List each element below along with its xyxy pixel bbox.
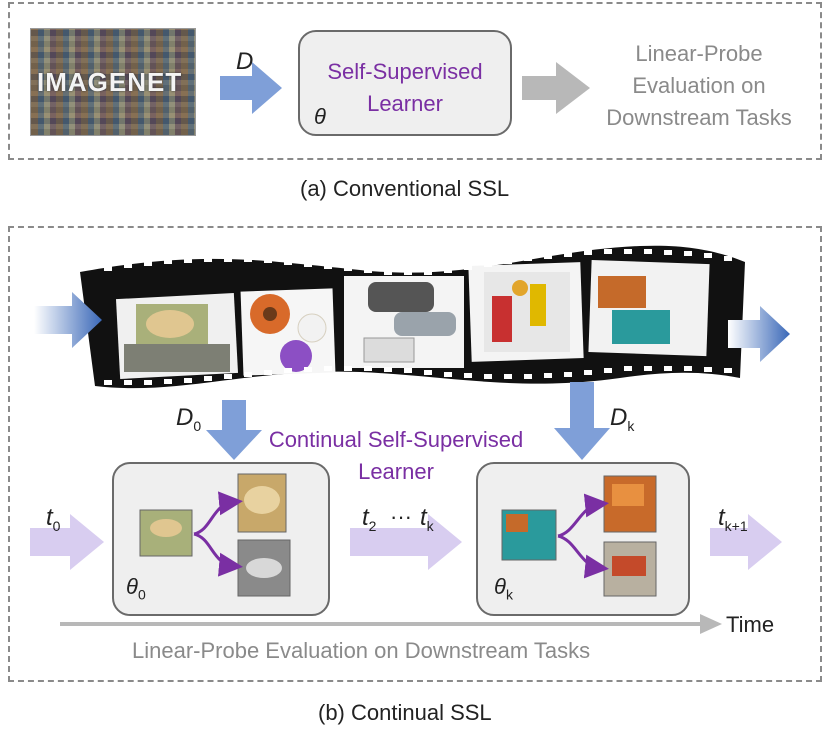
tk-main: t [420,504,427,531]
a-data-label: D [236,48,254,75]
time-axis [60,614,722,634]
image-motorcycle [368,282,434,312]
d0-label-sub: 0 [193,417,202,434]
image-truck [363,337,415,363]
t2-sub: 2 [368,517,377,534]
panel-a-border [8,2,822,160]
thetak-label: θk [494,574,513,602]
tk1-arrow [710,514,782,570]
panel-b-border [8,226,822,682]
t0-main: t [46,504,53,531]
a-gray-arrow [522,62,590,114]
d0-label: D0 [176,404,201,434]
t2-tk-arrow [350,514,462,570]
theta0-main: θ [126,574,138,599]
imagenet-logo-text: IMAGENET [37,67,183,97]
image-player-1 [492,296,512,342]
thetak-sub: k [505,586,513,603]
image-dog-shape [146,310,194,338]
film-out-arrow [728,306,790,362]
b-learner-label: Continual Self-Supervised Learner [268,427,524,484]
imagenet-mosaic: IMAGENET [30,28,196,136]
theta0-label: θ0 [126,574,146,602]
image-food-1 [598,276,646,308]
t0-arrow [30,514,104,570]
thetak-main: θ [494,574,506,599]
dk-label: Dk [610,404,634,434]
image-elephant [124,344,230,372]
film-sprockets-top [104,249,732,275]
a-caption: (a) Conventional SSL [300,176,510,201]
t0-label: t0 [46,504,60,534]
tk1-label: tk+1 [718,504,748,534]
tk-sub: k [426,517,434,534]
a-blue-arrow [220,62,282,114]
t2-main: t [362,504,369,531]
dog-image-original [139,509,193,557]
image-food-2 [612,310,670,344]
d0-down-arrow [206,400,262,460]
theta0-sub: 0 [137,586,146,603]
augment-arrow-k-down [557,534,609,579]
time-label: Time [726,612,775,637]
tk-label: tk [420,504,434,534]
image-flower-2 [297,313,327,343]
image-flower-3 [280,340,312,372]
image-sports-ball [512,280,528,296]
t0-sub: 0 [52,517,61,534]
ellipsis-label: ··· [390,504,412,529]
film-in-arrow [34,292,102,348]
dk-label-main: D [610,404,628,431]
b-eval-label: Linear-Probe Evaluation on Downstream Ta… [132,638,591,663]
a-learner-box: Self-Supervised Learner θ [298,30,512,136]
a-theta-label: θ [314,104,326,129]
b-caption: (b) Continual SSL [318,700,492,725]
image-car [394,312,456,336]
dk-label-sub: k [627,417,635,434]
t2-label: t2 [362,504,376,534]
a-learner-label: Self-Supervised Learner [327,59,483,116]
image-flower-1-center [263,307,277,321]
tk1-sub: k+1 [724,517,748,534]
dk-down-arrow [554,382,610,460]
film-sprockets-bottom [104,366,732,385]
tk1-main: t [718,504,725,531]
a-eval-label: Linear-Probe Evaluation on Downstream Ta… [606,41,792,130]
augment-arrow-0-up [193,491,243,536]
image-player-2 [530,284,546,326]
d0-label-main: D [176,404,194,431]
augment-arrow-k-up [557,493,609,538]
augment-arrow-0-down [193,532,243,577]
